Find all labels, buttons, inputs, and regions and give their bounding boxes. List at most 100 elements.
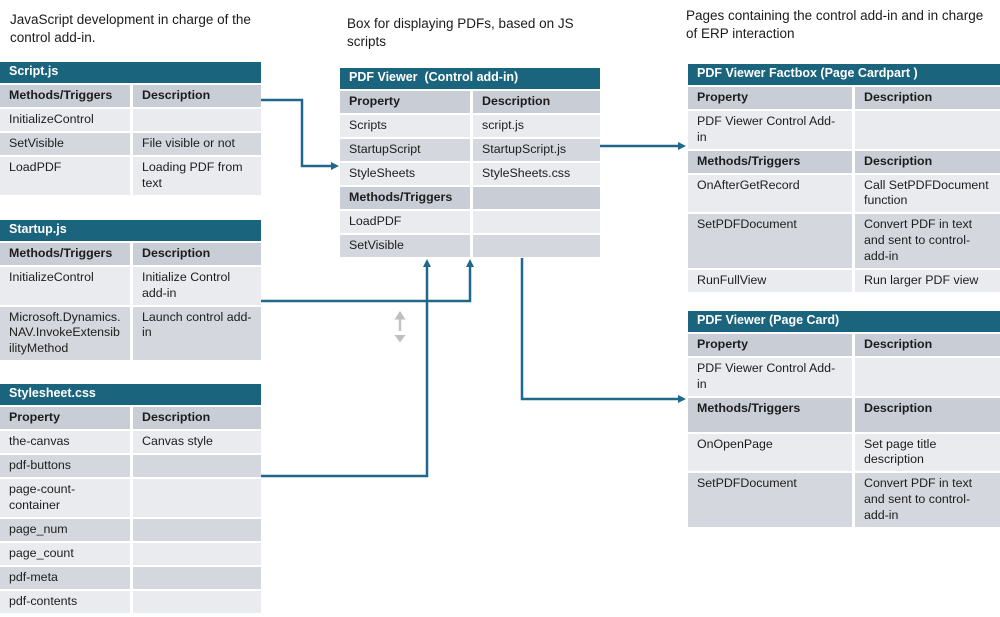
cell: script.js bbox=[473, 114, 600, 137]
arrow-scriptjs-to-addin bbox=[261, 98, 339, 170]
table-row: StyleSheets StyleSheets.css bbox=[340, 162, 600, 185]
cell: Convert PDF in text and sent to control-… bbox=[855, 473, 1000, 527]
cell bbox=[473, 186, 600, 209]
table-control-addin-title: PDF Viewer (Control add-in) bbox=[340, 68, 600, 89]
table-row: pdf-meta bbox=[0, 566, 261, 589]
cell: the-canvas bbox=[0, 430, 130, 453]
cell: page_num bbox=[0, 518, 130, 541]
column-header: Description bbox=[855, 86, 1000, 109]
cell: File visible or not bbox=[133, 132, 261, 155]
cell: Microsoft.Dynamics.NAV.InvokeExtensibili… bbox=[0, 306, 130, 361]
table-subheader-row: Methods/Triggers bbox=[340, 186, 600, 209]
cell: pdf-meta bbox=[0, 566, 130, 589]
cell: PDF Viewer Control Add-in bbox=[688, 110, 852, 149]
column-header: Methods/Triggers bbox=[0, 242, 130, 265]
column-header: Property bbox=[688, 333, 852, 356]
table-factbox-title: PDF Viewer Factbox (Page Cardpart ) bbox=[688, 64, 1000, 85]
table-stylesheet-css-title: Stylesheet.css bbox=[0, 384, 261, 405]
cell bbox=[133, 478, 261, 517]
cell bbox=[473, 234, 600, 257]
cell bbox=[133, 108, 261, 131]
cell: page-count-container bbox=[0, 478, 130, 517]
up-arrow-icon[interactable] bbox=[394, 311, 406, 320]
cell: SetVisible bbox=[340, 234, 470, 257]
table-row: LoadPDF bbox=[340, 210, 600, 233]
table-row: PDF Viewer Control Add-in bbox=[688, 110, 1000, 149]
cell: Description bbox=[855, 150, 1000, 173]
column-header: Description bbox=[473, 90, 600, 113]
column-header: Description bbox=[855, 333, 1000, 356]
cell: LoadPDF bbox=[340, 210, 470, 233]
cell: StyleSheets.css bbox=[473, 162, 600, 185]
table-startup-js-title: Startup.js bbox=[0, 220, 261, 241]
cell: Loading PDF from text bbox=[133, 156, 261, 195]
table-row: the-canvas Canvas style bbox=[0, 430, 261, 453]
cell bbox=[473, 210, 600, 233]
arrow-stylesheet-to-addin bbox=[261, 259, 431, 478]
annotation-right: Pages containing the control add-in and … bbox=[686, 8, 984, 42]
table-script-js: Script.js Methods/Triggers Description I… bbox=[0, 62, 261, 195]
cell: SetVisible bbox=[0, 132, 130, 155]
cell: PDF Viewer Control Add-in bbox=[688, 357, 852, 396]
cell: InitializeControl bbox=[0, 266, 130, 305]
arrow-startupjs-to-addin bbox=[261, 259, 474, 303]
table-row: SetPDFDocument Convert PDF in text and s… bbox=[688, 473, 1000, 527]
cell: pdf-buttons bbox=[0, 454, 130, 477]
cell: Convert PDF in text and sent to control-… bbox=[855, 214, 1000, 268]
table-row: SetPDFDocument Convert PDF in text and s… bbox=[688, 214, 1000, 268]
table-row: StartupScript StartupScript.js bbox=[340, 138, 600, 161]
table-row: Scripts script.js bbox=[340, 114, 600, 137]
table-row: PDF Viewer Control Add-in bbox=[688, 357, 1000, 396]
cell: InitializeControl bbox=[0, 108, 130, 131]
cell: SetPDFDocument bbox=[688, 473, 852, 527]
table-row: Methods/Triggers Description bbox=[0, 242, 261, 265]
cell: Canvas style bbox=[133, 430, 261, 453]
arrow-addin-to-pagecard bbox=[520, 258, 686, 403]
table-row: pdf-buttons bbox=[0, 454, 261, 477]
cell: OnOpenPage bbox=[688, 433, 852, 472]
table-stylesheet-css: Stylesheet.css Property Description the-… bbox=[0, 384, 261, 613]
cell: Run larger PDF view bbox=[855, 269, 1000, 292]
table-row: InitializeControl Initialize Control add… bbox=[0, 266, 261, 305]
pane-scroll-widget[interactable] bbox=[394, 311, 406, 343]
column-header: Description bbox=[133, 242, 261, 265]
table-row: LoadPDF Loading PDF from text bbox=[0, 156, 261, 195]
cell: Methods/Triggers bbox=[688, 397, 852, 432]
annotation-middle: Box for displaying PDFs, based on JS scr… bbox=[347, 16, 574, 50]
cell bbox=[133, 542, 261, 565]
cell bbox=[855, 357, 1000, 396]
down-arrow-icon[interactable] bbox=[394, 335, 406, 343]
table-control-addin: PDF Viewer (Control add-in) Property Des… bbox=[340, 68, 600, 257]
table-row: RunFullView Run larger PDF view bbox=[688, 269, 1000, 292]
table-row: Property Description bbox=[0, 406, 261, 429]
table-factbox: PDF Viewer Factbox (Page Cardpart ) Prop… bbox=[688, 64, 1000, 292]
cell bbox=[133, 518, 261, 541]
column-header: Property bbox=[0, 406, 130, 429]
cell: pdf-contents bbox=[0, 590, 130, 613]
cell: StartupScript bbox=[340, 138, 470, 161]
table-row: InitializeControl bbox=[0, 108, 261, 131]
cell: StyleSheets bbox=[340, 162, 470, 185]
cell: Scripts bbox=[340, 114, 470, 137]
column-header: Methods/Triggers bbox=[0, 84, 130, 107]
table-row: Microsoft.Dynamics.NAV.InvokeExtensibili… bbox=[0, 306, 261, 361]
table-page-card-title: PDF Viewer (Page Card) bbox=[688, 311, 1000, 332]
table-row: page_count bbox=[0, 542, 261, 565]
cell: Methods/Triggers bbox=[688, 150, 852, 173]
cell: Launch control add-in bbox=[133, 306, 261, 361]
table-startup-js: Startup.js Methods/Triggers Description … bbox=[0, 220, 261, 361]
cell: Call SetPDFDocument function bbox=[855, 174, 1000, 213]
column-header: Description bbox=[133, 406, 261, 429]
cell bbox=[855, 110, 1000, 149]
column-header: Description bbox=[133, 84, 261, 107]
cell: Set page title description bbox=[855, 433, 1000, 472]
cell: RunFullView bbox=[688, 269, 852, 292]
cell: Initialize Control add-in bbox=[133, 266, 261, 305]
table-row: Methods/Triggers Description bbox=[0, 84, 261, 107]
cell: Description bbox=[855, 397, 1000, 432]
table-subheader-row: Methods/Triggers Description bbox=[688, 150, 1000, 173]
table-row: SetVisible File visible or not bbox=[0, 132, 261, 155]
column-header: Property bbox=[340, 90, 470, 113]
cell: page_count bbox=[0, 542, 130, 565]
